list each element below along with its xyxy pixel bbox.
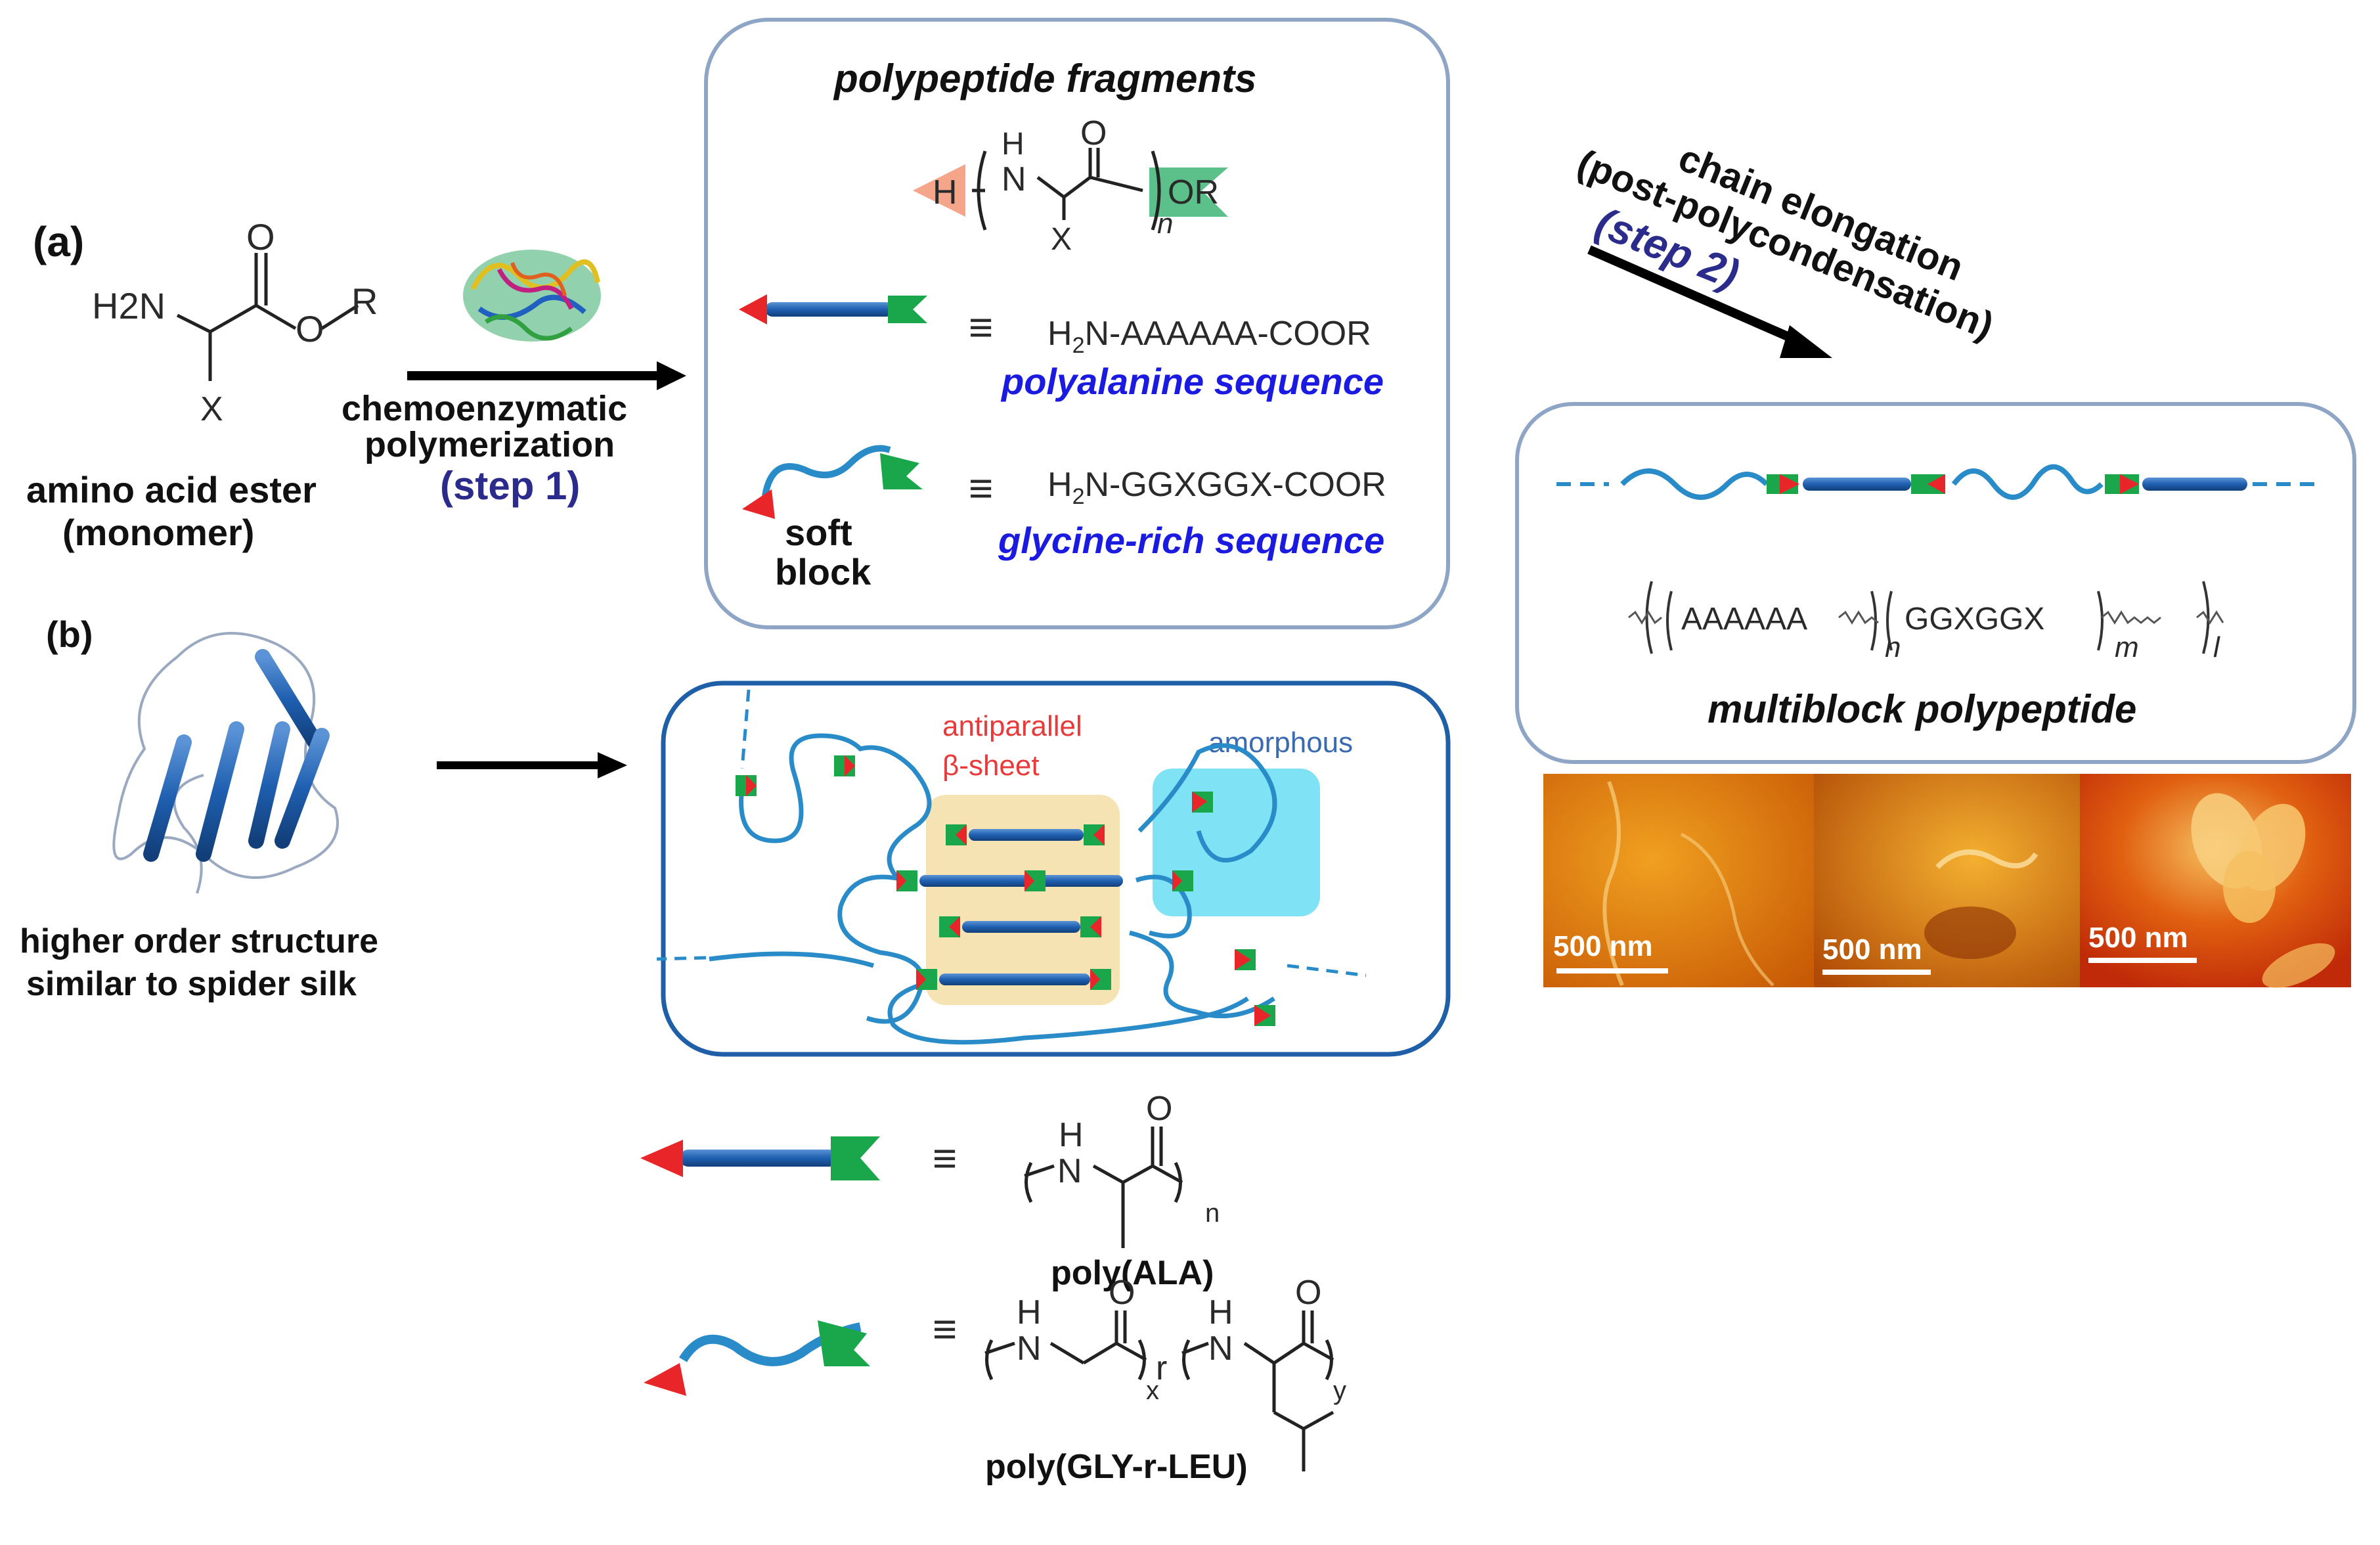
poly-gly-h1: H	[1017, 1293, 1042, 1332]
carbonyl-o-label: O	[246, 216, 275, 258]
assembly-network	[656, 689, 1367, 1045]
legend-equiv-2: ≡	[933, 1305, 957, 1353]
equiv-symbol-1: ≡	[969, 303, 993, 351]
monomer-caption-line2: (monomer)	[62, 512, 254, 553]
soft-block-caption-line2: block	[775, 551, 871, 593]
poly-ala-h: H	[1059, 1116, 1084, 1154]
poly-gly-o1: O	[1109, 1274, 1135, 1312]
step1-caption-line1: chemoenzymatic	[342, 389, 627, 428]
multiblock-title: multiblock polypeptide	[1708, 687, 2136, 731]
afm-image-1: 500 nm	[1543, 774, 1814, 987]
multiblock-sub-l: l	[2213, 631, 2220, 663]
multiblock-sub-n: n	[1885, 631, 1901, 663]
poly-gly-o2: O	[1295, 1274, 1321, 1312]
multiblock-seq-a: AAAAAA	[1681, 602, 1807, 637]
poly-gly-x-sub: x	[1146, 1376, 1159, 1405]
beta-sheet-region	[926, 795, 1120, 1005]
repeat-nh-n: N	[1002, 160, 1026, 198]
poly-gly-h2: H	[1208, 1293, 1233, 1332]
repeat-nh-h: H	[1002, 127, 1025, 162]
poly-ala-n: N	[1057, 1152, 1082, 1190]
poly-gly-n2: N	[1208, 1330, 1233, 1368]
repeat-unit-structure: H H N O X n OR	[913, 114, 1228, 257]
legend-soft-block-symbol	[644, 1320, 870, 1396]
step2-arrow	[1587, 245, 1801, 346]
multiblock-sub-m: m	[2115, 631, 2139, 663]
step1-caption-line3: (step 1)	[440, 464, 580, 508]
spider-silk-structure-icon	[112, 632, 339, 894]
multiblock-seq-b: GGXGGX	[1905, 602, 2044, 637]
amine-label: H2N	[92, 285, 165, 326]
repeat-n-subscript: n	[1157, 208, 1173, 240]
equiv-symbol-2: ≡	[969, 464, 993, 512]
poly-ala-label: poly(ALA)	[1051, 1254, 1214, 1292]
antiparallel-label-line1: antiparallel	[942, 710, 1082, 742]
step1-caption-line2: polymerization	[364, 425, 615, 464]
amorphous-region	[1153, 769, 1320, 916]
multiblock-chain	[1556, 464, 2318, 500]
repeat-or: OR	[1168, 173, 1219, 212]
afm-scale-2: 500 nm	[1822, 933, 1922, 966]
poly-gly-n1: N	[1017, 1330, 1042, 1368]
higher-order-caption-line2: similar to spider silk	[26, 965, 357, 1003]
antiparallel-label-line2: β-sheet	[942, 750, 1040, 782]
amino-acid-ester-structure	[176, 253, 359, 381]
monomer-caption-line1: amino acid ester	[26, 469, 317, 510]
hard-block-symbol	[739, 294, 927, 325]
legend-equiv-1: ≡	[933, 1134, 957, 1182]
poly-ala-o: O	[1146, 1090, 1172, 1128]
afm-image-3: 500 nm	[2080, 774, 2351, 989]
glycine-formula: H2N-GGXGGX-COOR	[1047, 466, 1386, 509]
glycine-name: glycine-rich sequence	[998, 520, 1384, 561]
polyalanine-formula: H2N-AAAAAA-COOR	[1047, 315, 1371, 358]
polyalanine-name: polyalanine sequence	[1000, 361, 1384, 402]
poly-gly-leu-label: poly(GLY-r-LEU)	[985, 1448, 1248, 1486]
poly-gly-leu-structure	[984, 1310, 1334, 1471]
higher-order-caption-line1: higher order structure	[20, 922, 378, 960]
poly-ala-structure	[1024, 1127, 1183, 1248]
soft-block-caption-line1: soft	[785, 512, 852, 553]
ester-o-label: O	[296, 308, 324, 349]
afm-scale-1: 500 nm	[1553, 930, 1653, 962]
repeat-o: O	[1080, 114, 1107, 152]
panel-b-label: (b)	[46, 614, 93, 655]
legend-hard-block-symbol	[640, 1136, 880, 1180]
afm-scale-3: 500 nm	[2088, 922, 2188, 954]
afm-image-2: 500 nm	[1814, 774, 2080, 987]
repeat-h-terminal: H	[933, 173, 958, 212]
multiblock-formula	[1628, 581, 2224, 654]
amorphous-label: amorphous	[1208, 727, 1353, 759]
poly-ala-n-sub: n	[1205, 1199, 1220, 1228]
multiblock-box	[1515, 402, 2356, 764]
enzyme-icon	[463, 250, 601, 342]
side-chain-x-label: X	[200, 390, 223, 428]
poly-gly-r: r	[1156, 1349, 1167, 1387]
soft-block-symbol	[742, 445, 923, 519]
poly-gly-y-sub: y	[1333, 1376, 1346, 1405]
repeat-x: X	[1051, 222, 1072, 257]
r-group-label: R	[351, 280, 378, 322]
fragments-title: polypeptide fragments	[833, 56, 1256, 101]
panel-a-label: (a)	[33, 218, 84, 265]
